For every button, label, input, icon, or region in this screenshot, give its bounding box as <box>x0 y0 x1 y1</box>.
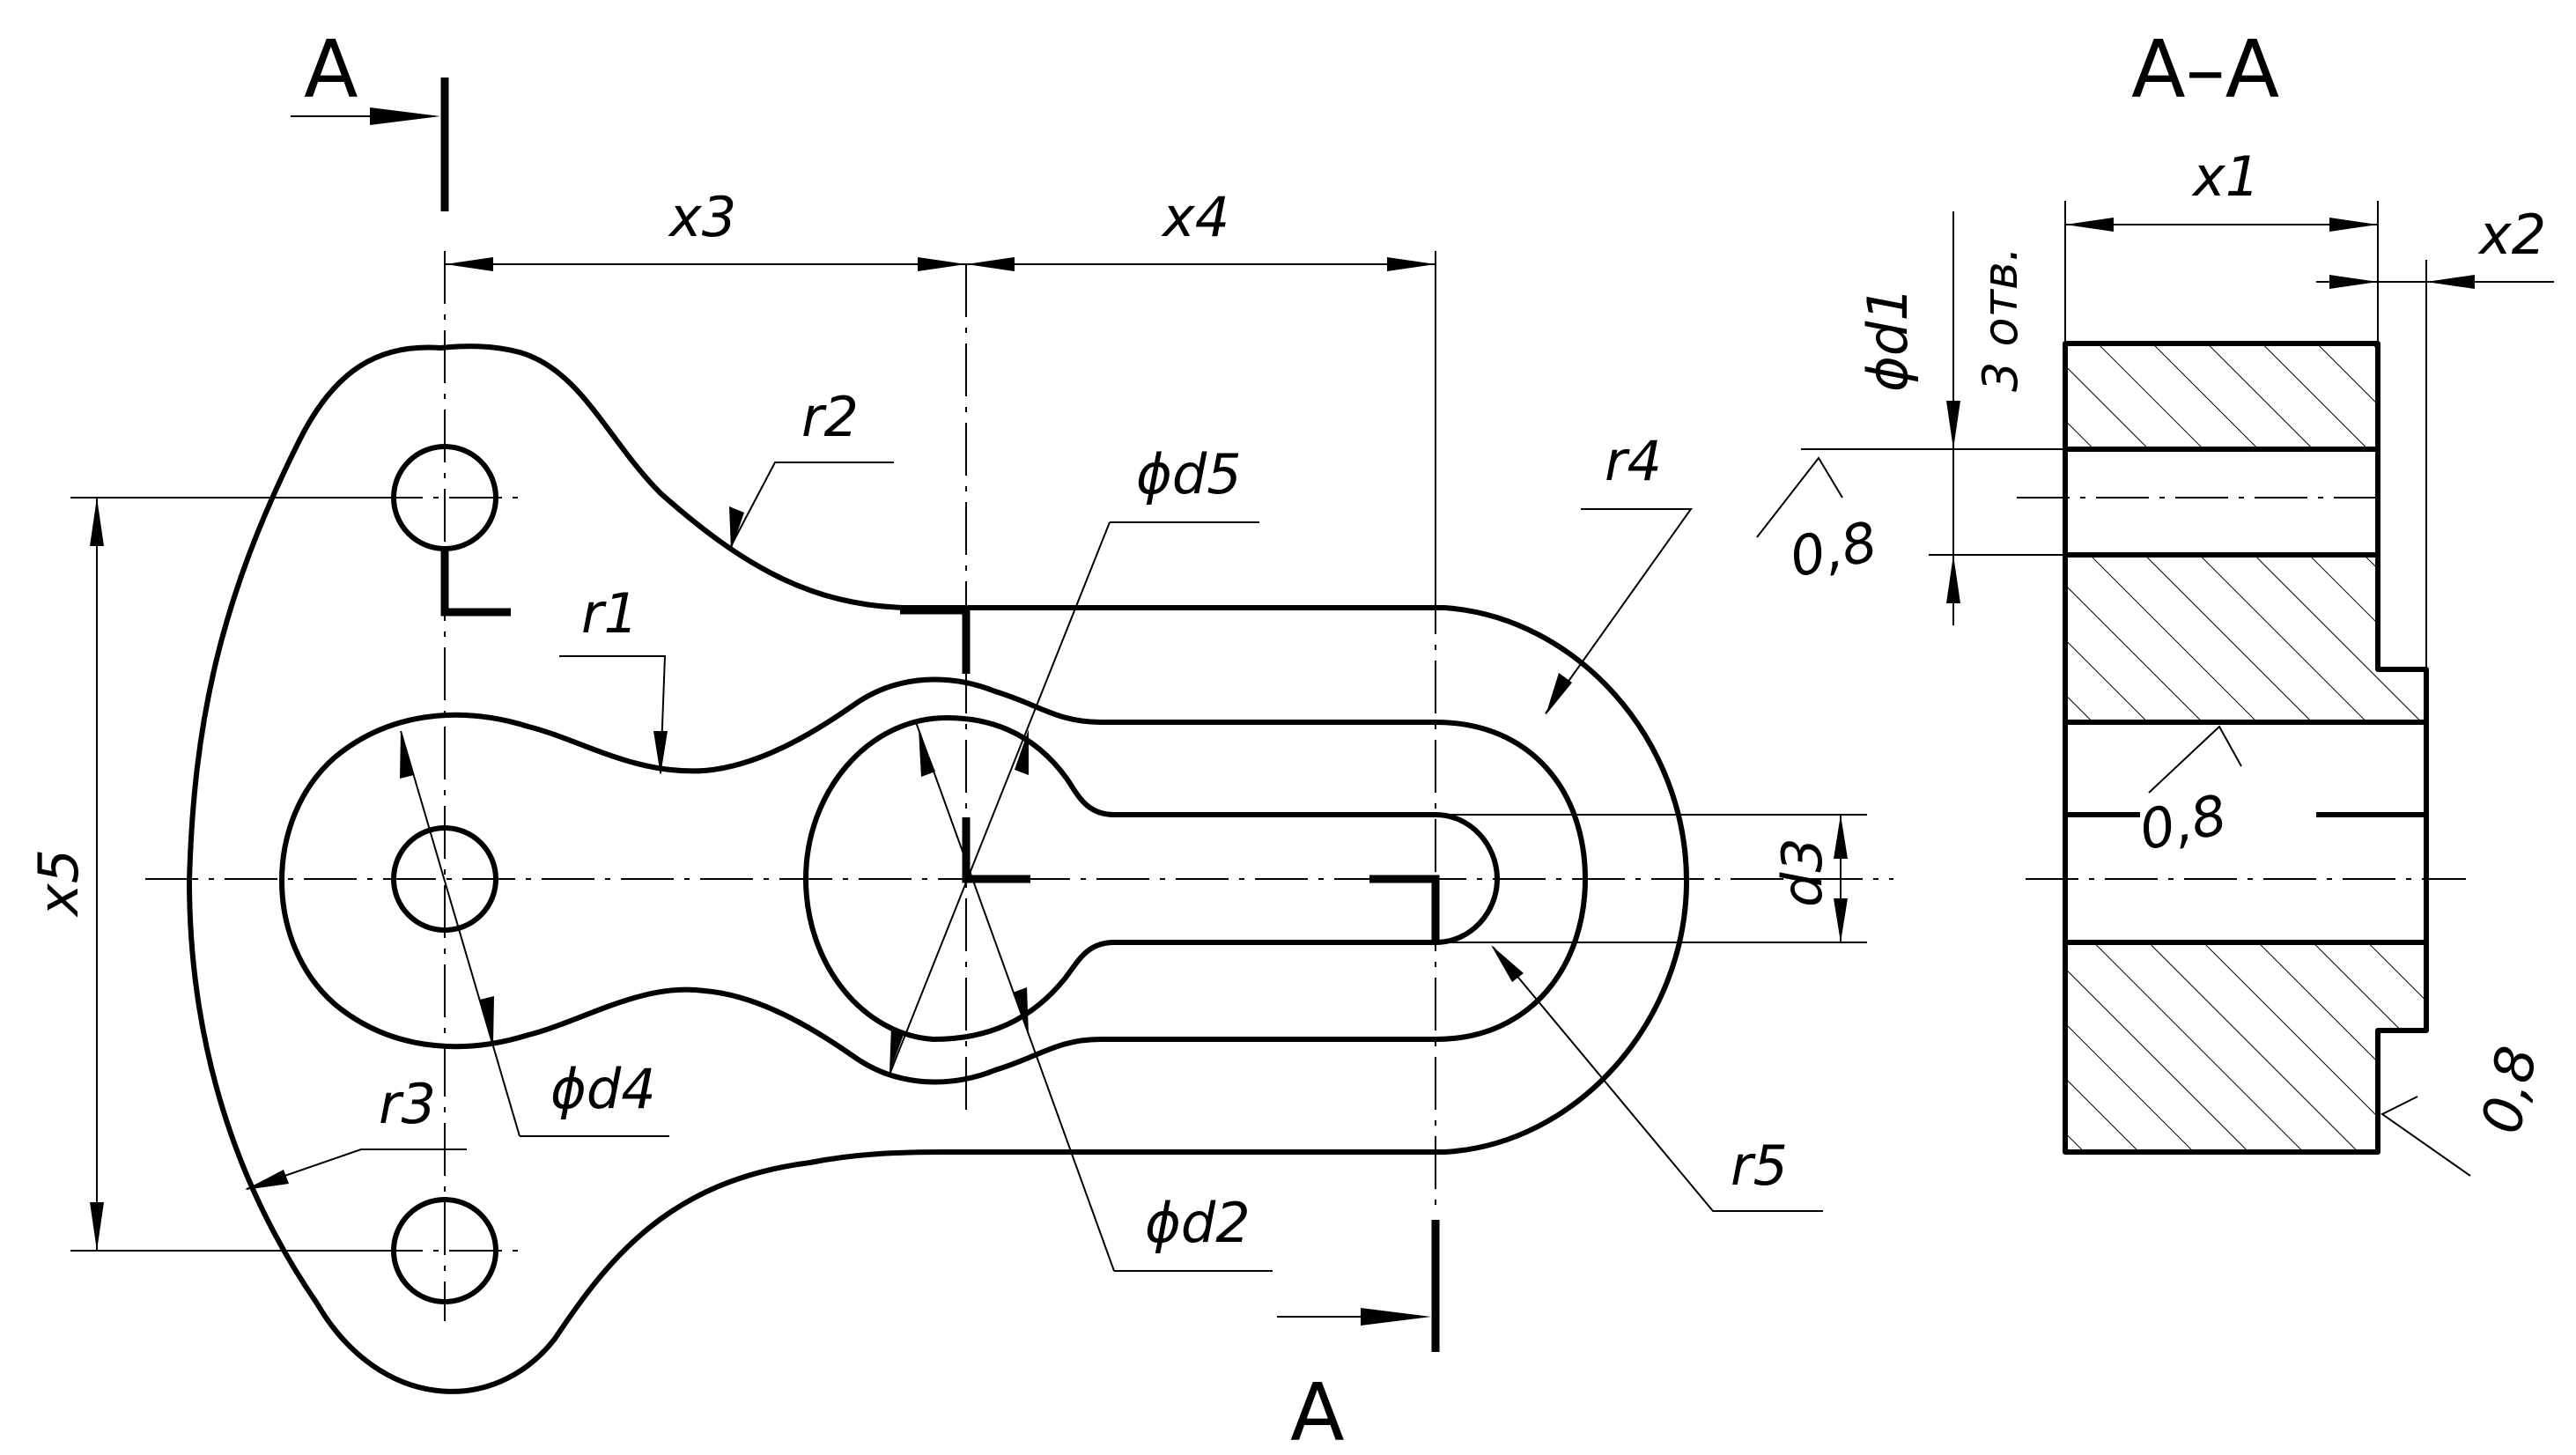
d5-arrow-top <box>1015 729 1029 775</box>
r4-label: r4 <box>1605 429 1662 493</box>
view-arrow-bottom-head <box>1361 1308 1431 1326</box>
view-arrow-top-head <box>370 107 440 125</box>
d2-arrow-top <box>919 729 935 777</box>
x5-arrow-top <box>90 498 104 546</box>
cut-corner-mid-top <box>900 606 971 674</box>
hole-bottom <box>391 1197 498 1304</box>
cut-corner-right <box>1369 875 1440 942</box>
r2-arrow <box>729 506 744 550</box>
r2-leader <box>730 462 894 547</box>
d4-arrow-bottom <box>480 996 494 1044</box>
r5-arrow <box>1491 945 1524 982</box>
r1-arrow <box>653 731 668 775</box>
section-mark-top: A <box>304 24 358 116</box>
d4-leader-diagonal <box>400 730 520 1137</box>
r5-label: r5 <box>1731 1134 1788 1198</box>
x4-label: x4 <box>1161 185 1229 249</box>
d1-label: ϕd1 <box>1856 286 1920 392</box>
r4-arrow <box>1546 673 1572 715</box>
d2-label: ϕd2 <box>1145 1191 1251 1255</box>
d5-arrow-bottom <box>889 1026 904 1073</box>
section-title: A–A <box>2131 24 2279 116</box>
r3-arrow <box>245 1170 289 1190</box>
d5-label: ϕd5 <box>1136 442 1242 506</box>
d4-arrow-top <box>400 731 414 779</box>
roughness-1-symbol <box>1756 456 1843 538</box>
hatch-top <box>2065 343 2378 449</box>
x4-arrow-right <box>1387 257 1436 271</box>
x2-arrow-right <box>2426 275 2475 289</box>
x2-label: x2 <box>2477 203 2546 267</box>
holes-count-label: 3 отв. <box>1973 247 2028 392</box>
section-mark-bottom: A <box>1290 1367 1345 1455</box>
r3-label: r3 <box>379 1072 436 1136</box>
x5-arrow-bottom <box>90 1202 104 1251</box>
inner-band-contour <box>279 676 1588 1085</box>
x1-arrow-right <box>2329 218 2378 232</box>
hole-middle <box>391 825 498 933</box>
x1-arrow-left <box>2065 218 2114 232</box>
d1-arrow-top <box>1946 401 1960 449</box>
d1-arrow-bottom <box>1946 555 1960 603</box>
r2-label: r2 <box>801 385 859 449</box>
x3-arrow-left <box>445 257 493 271</box>
d3-label: d3 <box>1770 838 1834 907</box>
hatch-upper <box>2065 555 2426 722</box>
hatch-lower <box>2065 942 2426 1152</box>
r1-label: r1 <box>581 581 638 646</box>
roughness-2-symbol <box>2148 725 2242 794</box>
main-view: A A x3 x4 x5 d3 r2 r1 <box>26 24 1893 1455</box>
x1-label: x1 <box>2191 144 2260 209</box>
d3-arrow-top <box>1834 815 1848 859</box>
r5-leader <box>1492 946 1823 1212</box>
r4-leader <box>1545 508 1693 714</box>
x2-arrow-left <box>2329 275 2378 289</box>
d4-label: ϕd4 <box>550 1057 656 1121</box>
x3-label: x3 <box>668 185 736 249</box>
d3-arrow-bottom <box>1834 898 1848 942</box>
d5-leader-diagonal <box>889 521 1111 1075</box>
section-outline <box>2063 341 2429 1155</box>
cut-corner-center <box>962 817 1030 883</box>
roughness-1-label: 0,8 <box>1784 509 1883 590</box>
roughness-2-label: 0,8 <box>2134 782 2233 863</box>
d2-arrow-bottom <box>1013 987 1029 1035</box>
cut-corner-top <box>440 550 511 617</box>
x5-label: x5 <box>26 849 91 918</box>
section-view: A–A x1 x2 ϕd1 3 от <box>1756 24 2554 1177</box>
roughness-3-label: 0,8 <box>2469 1040 2550 1139</box>
roughness-3-symbol <box>2380 1096 2471 1177</box>
outer-contour <box>187 343 1689 1394</box>
x4-arrow-left <box>966 257 1015 271</box>
x3-arrow-right <box>918 257 966 271</box>
hole-top <box>391 444 498 551</box>
